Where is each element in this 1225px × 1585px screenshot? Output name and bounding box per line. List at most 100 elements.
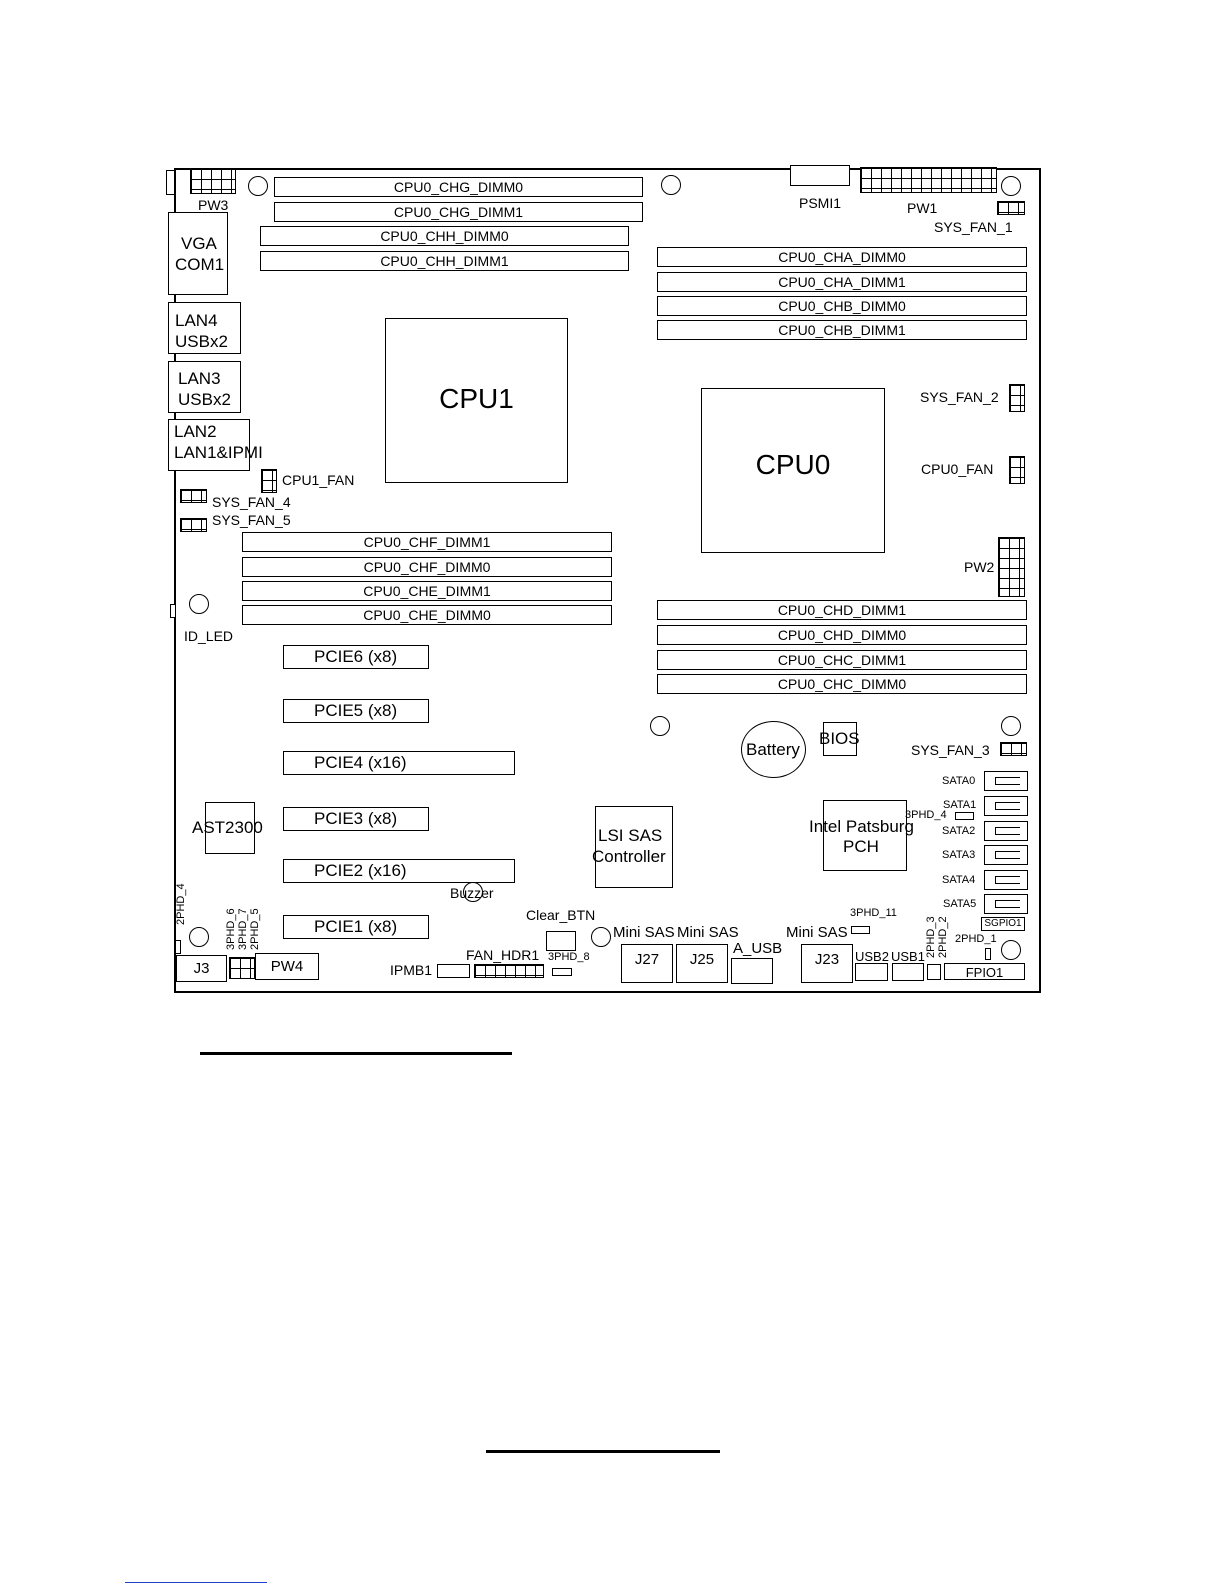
ast2300-label: AST2300 (192, 818, 263, 837)
id-led-label: ID_LED (184, 628, 234, 644)
psmi1-connector (790, 165, 850, 186)
pw2-connector (998, 537, 1025, 597)
usb2-header (855, 963, 888, 981)
mounting-hole (189, 927, 209, 947)
dimm-slot: CPU0_CHH_DIMM1 (260, 251, 629, 271)
2phd-3-label: 2PHD_3 (925, 916, 937, 958)
dimm-slot: CPU0_CHC_DIMM1 (657, 650, 1027, 670)
battery (741, 721, 806, 778)
cpu1-fan-header (261, 469, 277, 493)
pw1-label: PW1 (907, 200, 938, 216)
dimm-slot: CPU0_CHE_DIMM1 (242, 581, 612, 601)
ipmb1-connector (437, 964, 470, 978)
mounting-hole (189, 594, 209, 614)
pw3-connector (190, 168, 236, 194)
vga-com1-port: VGA COM1 (168, 212, 228, 295)
sys-fan-1-label: SYS_FAN_1 (934, 219, 1013, 235)
sata1-port (984, 796, 1028, 816)
sys-fan-5-header (180, 518, 207, 532)
sys-fan-2-header (1009, 384, 1025, 412)
lan4-label: LAN4 (175, 311, 218, 330)
lsi-controller-label: Controller (592, 847, 666, 866)
sata4-label: SATA4 (942, 874, 976, 886)
dimm-slot: CPU0_CHH_DIMM0 (260, 226, 629, 246)
sata1-label: SATA1 (943, 799, 977, 811)
sata4-port (984, 870, 1028, 890)
vga-label: VGA (181, 234, 217, 253)
lan3-usb-port: LAN3 USBx2 (168, 361, 241, 413)
j23-label: J23 (814, 951, 840, 968)
dimm-slot: CPU0_CHG_DIMM0 (274, 177, 643, 197)
dimm-slot: CPU0_CHA_DIMM1 (657, 272, 1027, 292)
cpu0-socket: CPU0 (701, 388, 885, 553)
3phd-8-header (552, 968, 572, 976)
dimm-slot: CPU0_CHC_DIMM0 (657, 674, 1027, 694)
dimm-slot: CPU0_CHD_DIMM1 (657, 600, 1027, 620)
sys-fan-3-label: SYS_FAN_3 (911, 742, 990, 758)
sys-fan-5-label: SYS_FAN_5 (212, 512, 291, 528)
pw4-label: PW4 (270, 958, 304, 975)
lsi-sas-controller (595, 806, 673, 888)
link-underline (125, 1582, 267, 1583)
dimm-slot: CPU0_CHF_DIMM0 (242, 557, 612, 577)
sata2-label: SATA2 (942, 825, 976, 837)
lan2-label: LAN2 (174, 422, 217, 441)
cpu0-fan-header (1009, 456, 1025, 484)
clear-btn-label: Clear_BTN (526, 907, 596, 923)
lan4-usb-port: LAN4 USBx2 (168, 302, 241, 354)
cpu1-socket: CPU1 (385, 318, 568, 483)
pch-chip (823, 800, 907, 871)
pcie3-slot: PCIE3 (x8) (283, 807, 429, 831)
mounting-hole (661, 175, 681, 195)
a-usb-connector (731, 958, 773, 984)
mounting-hole (1001, 716, 1021, 736)
dimm-slot: CPU0_CHD_DIMM0 (657, 625, 1027, 645)
pw4-connector: PW4 (255, 953, 319, 980)
j3-label: J3 (193, 960, 210, 977)
usb2-label: USB2 (855, 949, 889, 964)
2phd-5-label: 2PHD_5 (249, 908, 261, 950)
3phd-4-header (955, 812, 974, 820)
pch-label-line1: Intel Patsburg (809, 817, 914, 836)
sata0-label: SATA0 (942, 775, 976, 787)
pw1-connector (860, 167, 997, 193)
2phd-1-label: 2PHD_1 (955, 933, 997, 945)
usbx2-label: USBx2 (178, 390, 231, 409)
underline-rule (486, 1450, 720, 1453)
dimm-slot: CPU0_CHG_DIMM1 (274, 202, 643, 222)
j25-label: J25 (689, 951, 715, 968)
mini-sas-a-label: Mini SAS (613, 924, 675, 941)
lan1-ipmi-label: LAN1&IPMI (174, 443, 263, 462)
pcie5-slot: PCIE5 (x8) (283, 699, 429, 723)
buzzer-label: Buzzer (450, 885, 494, 901)
dimm-slot: CPU0_CHE_DIMM0 (242, 605, 612, 625)
sata0-port (984, 771, 1028, 791)
j27-mini-sas-connector: J27 (621, 944, 673, 983)
sys-fan-3-header (1000, 742, 1027, 756)
2phd-1-header (985, 948, 991, 960)
usb1-header (892, 963, 924, 981)
cpu0-fan-label: CPU0_FAN (921, 461, 994, 477)
mini-sas-b-label: Mini SAS (677, 924, 739, 941)
3phd-8-label: 3PHD_8 (548, 951, 590, 963)
motherboard-outline (174, 168, 1041, 993)
mounting-hole (1001, 940, 1021, 960)
j23-mini-sas-connector: J23 (801, 944, 853, 983)
buzzer (463, 882, 483, 902)
fpio1-header: FPIO1 (944, 963, 1025, 980)
pcie2-slot: PCIE2 (x16) (283, 859, 515, 883)
mounting-hole (1001, 176, 1021, 196)
3phd-11-header (851, 926, 870, 934)
dimm-slot: CPU0_CHB_DIMM1 (657, 320, 1027, 340)
sata3-label: SATA3 (942, 849, 976, 861)
ast2300-chip (205, 802, 255, 854)
pw3-label: PW3 (198, 197, 229, 213)
sys-fan-1-header (997, 201, 1025, 215)
cpu1-fan-label: CPU1_FAN (282, 472, 355, 488)
ipmb1-label: IPMB1 (390, 962, 433, 978)
pcie6-slot: PCIE6 (x8) (283, 645, 429, 669)
usbx2-label: USBx2 (175, 332, 228, 351)
j3-connector: J3 (176, 955, 227, 982)
lsi-sas-label: LSI SAS (598, 826, 663, 845)
pcie4-slot: PCIE4 (x16) (283, 751, 515, 775)
